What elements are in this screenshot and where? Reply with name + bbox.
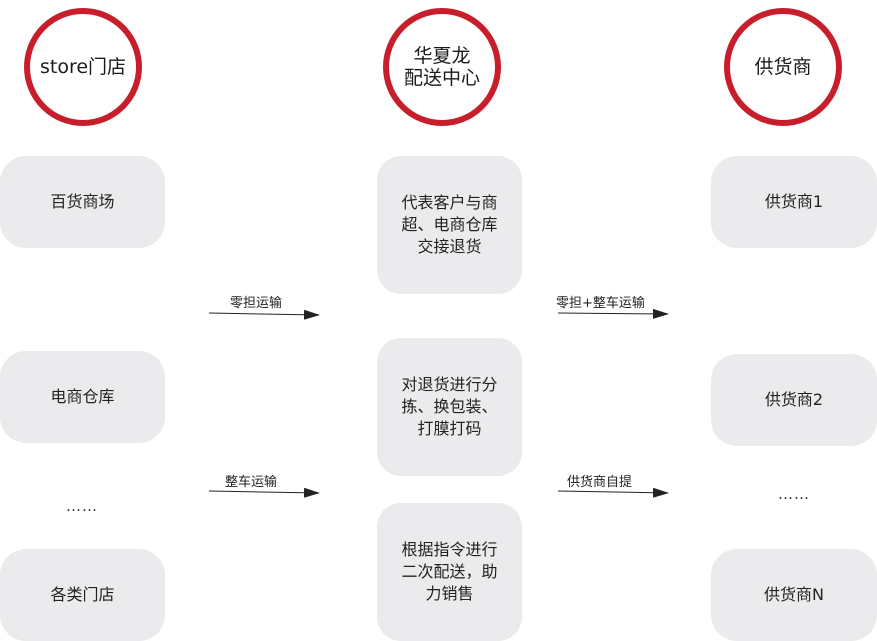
supplier-header-circle: 供货商	[724, 8, 842, 126]
hub-header-circle: 华夏龙 配送中心	[383, 8, 501, 126]
store-box-department-store: 百货商场	[0, 156, 165, 248]
arrow-label-full-truckload: 整车运输	[225, 475, 278, 490]
arrow-hub-to-supplier-top	[557, 308, 669, 319]
store-ellipsis: ……	[66, 497, 98, 515]
arrow-hub-to-supplier-bottom	[557, 487, 669, 498]
supplier-box-2: 供货商2	[711, 354, 877, 446]
arrow-store-to-hub-top	[208, 309, 320, 320]
store-header-label: store门店	[39, 56, 127, 78]
hub-box-sorting-repackaging: 对退货进行分 拣、换包装、 打膜打码	[377, 338, 522, 476]
supplier-header-label: 供货商	[754, 56, 812, 78]
store-box-label: 各类门店	[50, 585, 115, 604]
store-header-circle: store门店	[24, 8, 142, 126]
supplier-box-label: 供货商N	[764, 585, 824, 604]
hub-box-label: 对退货进行分 拣、换包装、 打膜打码	[401, 375, 498, 438]
supplier-box-n: 供货商N	[711, 549, 877, 641]
supplier-box-label: 供货商1	[764, 192, 824, 211]
hub-header-label: 华夏龙 配送中心	[403, 45, 480, 89]
arrow-label-ltl-and-ftl: 零担+整车运输	[556, 296, 645, 311]
arrow-store-to-hub-bottom	[208, 487, 320, 498]
arrow-label-supplier-pickup: 供货商自提	[567, 475, 633, 490]
supplier-box-label: 供货商2	[764, 390, 824, 409]
hub-box-secondary-distribution: 根据指令进行 二次配送，助 力销售	[377, 503, 522, 641]
supplier-ellipsis: ……	[778, 485, 810, 503]
store-box-ecommerce-warehouse: 电商仓库	[0, 351, 165, 443]
store-box-various-stores: 各类门店	[0, 549, 165, 641]
store-box-label: 百货商场	[50, 192, 115, 211]
hub-box-returns-handover: 代表客户与商 超、电商仓库 交接退货	[377, 156, 522, 294]
supplier-box-1: 供货商1	[711, 156, 877, 248]
hub-box-label: 代表客户与商 超、电商仓库 交接退货	[401, 193, 498, 256]
arrow-label-less-than-truckload: 零担运输	[230, 296, 283, 311]
hub-box-label: 根据指令进行 二次配送，助 力销售	[401, 540, 498, 603]
store-box-label: 电商仓库	[50, 387, 115, 406]
